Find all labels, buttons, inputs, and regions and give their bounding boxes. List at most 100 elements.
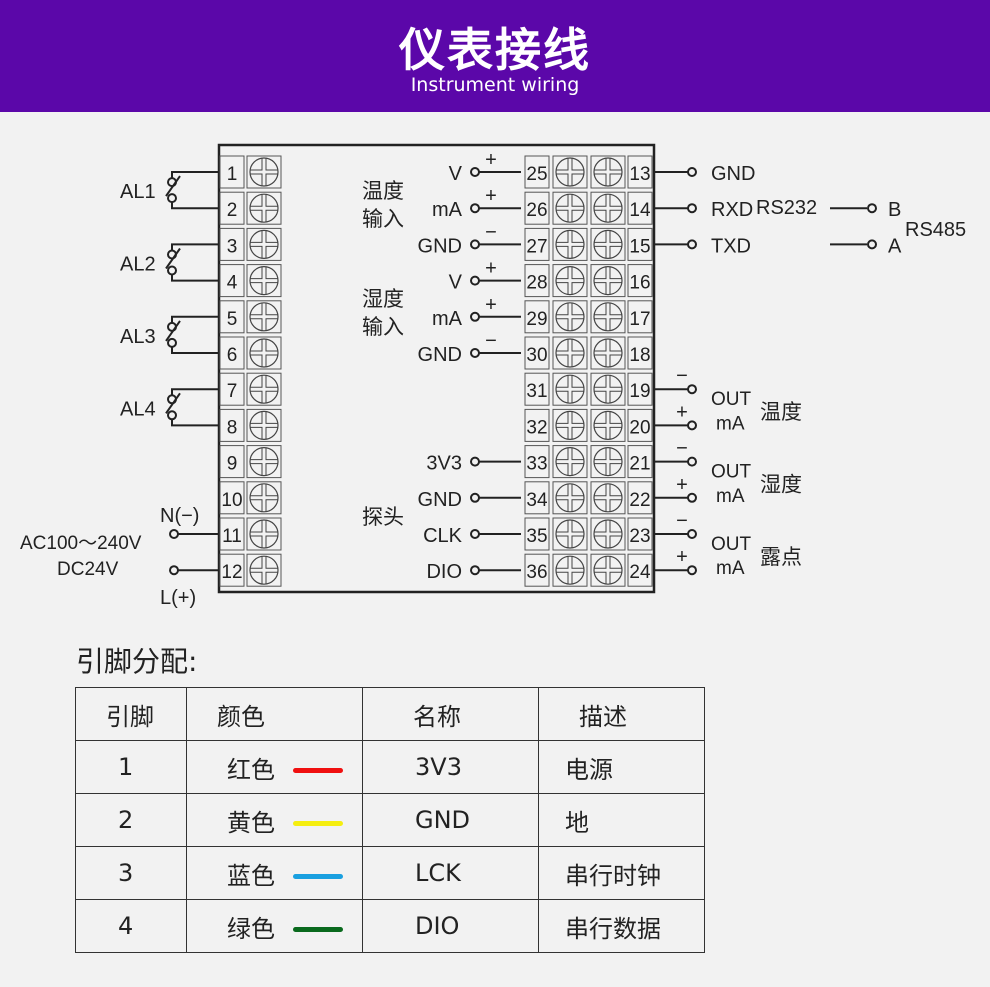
pin-number: 21 bbox=[629, 454, 650, 475]
desc-cell: 串行数据 bbox=[538, 899, 705, 953]
screw-icon bbox=[249, 374, 279, 404]
wire-color-swatch bbox=[293, 874, 343, 879]
wire-color-swatch bbox=[293, 927, 343, 932]
screw-icon bbox=[555, 374, 585, 404]
screw-icon bbox=[249, 338, 279, 368]
screw-cell bbox=[552, 408, 588, 442]
rs232-label: RS232 bbox=[756, 197, 817, 219]
screw-cell bbox=[552, 481, 588, 515]
screw-cross bbox=[250, 520, 278, 548]
screw-cell bbox=[552, 227, 588, 261]
polarity-sign: + bbox=[485, 149, 497, 171]
screw-icon bbox=[249, 157, 279, 187]
terminal-dot-icon bbox=[169, 565, 179, 576]
plus-sign: + bbox=[676, 546, 688, 568]
power-dc-label: DC24V bbox=[57, 559, 119, 580]
screw-cell bbox=[552, 264, 588, 298]
pin-cell bbox=[219, 553, 245, 587]
screw-icon bbox=[593, 193, 623, 223]
screw-icon bbox=[555, 447, 585, 477]
header-desc: 描述 bbox=[538, 687, 705, 741]
pin-number: 19 bbox=[629, 381, 650, 402]
pin-number: 18 bbox=[629, 345, 650, 366]
terminal-dot-icon bbox=[687, 203, 697, 214]
screw-cross bbox=[556, 230, 584, 259]
screw-cell bbox=[590, 227, 626, 261]
screw-cell bbox=[246, 300, 282, 334]
polarity-sign: − bbox=[485, 221, 497, 243]
comm-label: GND bbox=[711, 163, 755, 185]
screw-cell bbox=[590, 553, 626, 587]
screw-cell bbox=[590, 300, 626, 334]
table-header-row: 引脚 颜色 名称 描述 bbox=[75, 687, 705, 741]
ma-label: mA bbox=[716, 413, 745, 434]
pin-number: 36 bbox=[526, 562, 547, 583]
screw-cell bbox=[552, 372, 588, 406]
screw-cell bbox=[590, 372, 626, 406]
screw-icon bbox=[593, 266, 623, 296]
terminal-dot-icon bbox=[687, 565, 697, 576]
pin-number: 13 bbox=[629, 164, 650, 185]
pin-number: 5 bbox=[227, 309, 238, 330]
terminal-dot-icon bbox=[169, 529, 179, 539]
input-label: GND bbox=[418, 344, 462, 366]
pin-number: 7 bbox=[227, 381, 238, 402]
name-cell: 3V3 bbox=[362, 740, 539, 794]
desc-cell: 地 bbox=[538, 793, 705, 847]
screw-icon bbox=[555, 410, 585, 440]
pin-number: 33 bbox=[526, 454, 547, 475]
pin-number: 9 bbox=[227, 454, 238, 475]
relay-wire bbox=[171, 388, 219, 427]
screw-cross bbox=[556, 483, 584, 512]
terminal-dot-icon bbox=[470, 167, 480, 177]
terminal-dot-icon bbox=[687, 420, 697, 431]
screw-cross bbox=[250, 266, 278, 295]
output-name: 温度 bbox=[760, 401, 802, 424]
pin-number: 12 bbox=[221, 562, 242, 583]
screw-cross bbox=[250, 230, 278, 259]
input-label: GND bbox=[418, 489, 462, 511]
pin-cell bbox=[524, 336, 550, 370]
pin-number: 34 bbox=[526, 490, 548, 511]
terminal-dot-icon bbox=[867, 203, 877, 214]
pin-cell bbox=[627, 227, 653, 261]
plus-sign: + bbox=[676, 474, 688, 496]
screw-icon bbox=[249, 266, 279, 296]
pin-number: 8 bbox=[227, 417, 238, 438]
input-label: CLK bbox=[423, 525, 463, 547]
terminal-dot-icon bbox=[687, 384, 697, 395]
pin-cell bbox=[219, 227, 245, 261]
wiring-diagram: 123456789101112AL1AL2AL3AL4N(−)AC100～240… bbox=[20, 143, 966, 609]
header-name: 名称 bbox=[362, 687, 539, 741]
pin-cell bbox=[627, 517, 653, 551]
out-label: OUT bbox=[711, 534, 752, 555]
screw-cross bbox=[250, 483, 278, 512]
polarity-sign: − bbox=[485, 330, 497, 352]
screw-icon bbox=[555, 483, 585, 513]
header-banner: 仪表接线 Instrument wiring bbox=[0, 0, 990, 112]
screw-icon bbox=[593, 338, 623, 368]
terminal-dot-icon bbox=[687, 456, 697, 467]
name-cell: LCK bbox=[362, 846, 539, 900]
pin-cell bbox=[627, 264, 653, 298]
screw-icon bbox=[593, 302, 623, 332]
screw-cross bbox=[556, 520, 584, 548]
screw-cell bbox=[552, 336, 588, 370]
terminal-dot-icon bbox=[867, 239, 877, 250]
plus-sign: + bbox=[676, 401, 688, 423]
pin-cell bbox=[524, 408, 550, 442]
screw-cross bbox=[556, 194, 584, 223]
screw-cross bbox=[556, 302, 584, 331]
pin-cell: 4 bbox=[75, 899, 187, 953]
input-label: mA bbox=[432, 199, 463, 221]
group-label: 输入 bbox=[362, 316, 404, 339]
relay-contact bbox=[165, 392, 181, 414]
terminal-dot-icon bbox=[470, 239, 480, 250]
pin-number: 16 bbox=[629, 273, 650, 294]
pin-number: 3 bbox=[227, 236, 238, 257]
terminal-dot-icon bbox=[167, 193, 177, 204]
screw-icon bbox=[249, 302, 279, 332]
rs485-label: RS485 bbox=[905, 219, 966, 241]
pin-number: 28 bbox=[526, 273, 547, 294]
input-label: mA bbox=[432, 308, 463, 330]
